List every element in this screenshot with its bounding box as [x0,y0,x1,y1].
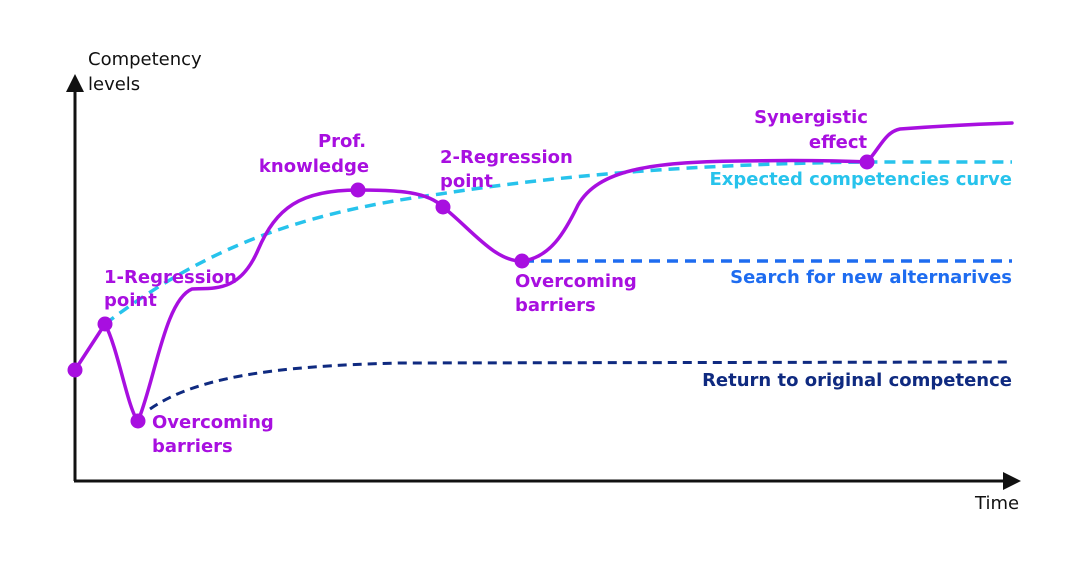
regression-1-label-line2: point [104,290,157,311]
prof-knowledge-label-line2: knowledge [259,156,369,177]
overcoming-barriers-2-marker [514,253,530,269]
overcoming-2-label-line2: barriers [515,295,596,316]
expected-competencies-curve [103,160,1012,326]
regression-point-2-marker [435,199,451,215]
overcoming-1-label-line2: barriers [152,436,233,457]
search-alternatives-label: Search for new alternarives [730,267,1012,288]
synergistic-label-line1: Synergistic [754,107,868,128]
regression-point-1-marker [97,316,113,332]
return-to-original-curve [149,360,1013,411]
overcoming-barriers-1-marker [130,413,146,429]
regression-2-label-line2: point [440,171,493,192]
return-original-label: Return to original competence [702,370,1012,391]
synergistic-effect-marker [859,154,875,170]
regression-1-label-line1: 1-Regression [104,267,237,288]
regression-2-label-line1: 2-Regression [440,147,573,168]
x-axis-label: Time [974,493,1019,514]
synergistic-label-line2: effect [809,132,868,153]
overcoming-2-label-line1: Overcoming [515,271,637,292]
prof-knowledge-marker [350,182,366,198]
prof-knowledge-label-line1: Prof. [318,131,366,152]
y-axis-label-line2: levels [88,74,140,95]
expected-curve-label: Expected competencies curve [710,169,1012,190]
start-point-marker [67,362,83,378]
overcoming-1-label-line1: Overcoming [152,412,274,433]
x-axis-arrow-icon [1003,472,1021,490]
y-axis-label-line1: Competency [88,49,202,70]
y-axis-arrow-icon [66,74,84,92]
